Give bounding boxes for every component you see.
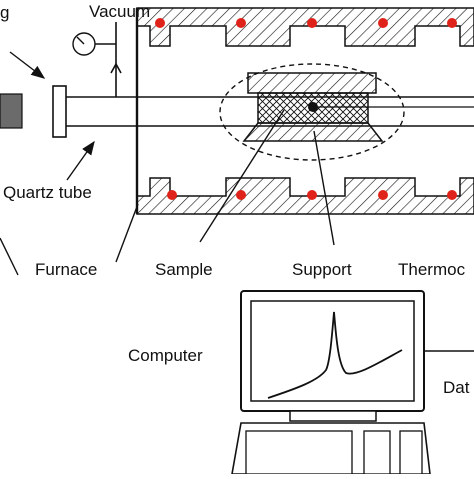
upper-plate [247, 72, 377, 94]
monitor-stand [289, 410, 377, 422]
heater-dot-icon [307, 18, 317, 28]
vacuum-line [72, 22, 122, 97]
label-quartz-tube: Quartz tube [3, 183, 92, 202]
furnace-bottom-wall [136, 177, 474, 215]
pressure-gauge-icon [72, 32, 96, 56]
zoom-ellipse [219, 63, 405, 161]
gray-block [0, 93, 23, 129]
heater-elements [155, 18, 457, 200]
heater-dot-icon [447, 18, 457, 28]
furnace [135, 7, 474, 215]
furnace-top-wall [136, 7, 474, 47]
keyboard-numpad [399, 430, 423, 475]
heater-dot-icon [378, 190, 388, 200]
label-data-partial: Dat [443, 378, 470, 397]
heater-dot-icon [236, 190, 246, 200]
sample-assembly [219, 63, 474, 161]
computer [231, 290, 474, 475]
label-vacuum: Vacuum [89, 2, 150, 21]
heater-dot-icon [307, 190, 317, 200]
signal-curve [267, 311, 403, 399]
heater-dot-icon [167, 190, 177, 200]
leader-lines [0, 51, 335, 276]
keyboard-main-keys [245, 430, 353, 475]
keyboard-nav-keys [363, 430, 391, 475]
label-sample: Sample [155, 260, 213, 279]
tube-flange [52, 85, 67, 138]
label-thermocouple-partial: Thermoc [398, 260, 466, 279]
label-support: Support [292, 260, 352, 279]
monitor-screen [250, 300, 415, 402]
support-base [242, 122, 384, 142]
label-furnace: Furnace [35, 260, 97, 279]
heater-dot-icon [155, 18, 165, 28]
heater-dot-icon [236, 18, 246, 28]
label-top-left-partial: g [0, 3, 9, 22]
heater-dot-icon [447, 190, 457, 200]
heater-dot-icon [378, 18, 388, 28]
label-computer: Computer [128, 346, 203, 365]
